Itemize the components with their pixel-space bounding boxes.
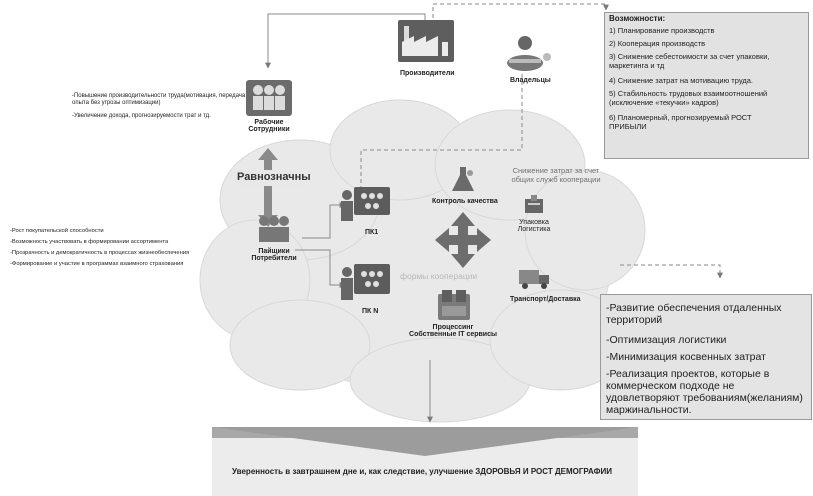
packaging-label: Упаковка Логистика [517, 219, 551, 233]
bottom-banner-text: Уверенность в завтрашнем дне и, как след… [232, 467, 612, 476]
shareholders-icon [254, 214, 294, 244]
opportunity-item-5: 5) Стабильность трудовых взаимоотношений… [609, 89, 768, 107]
shareholders-label: Пайщики Потребители [251, 248, 297, 262]
workers-benefit-1: -Повышение производительности труда(моти… [72, 93, 246, 106]
owners-opportunities-title: Возможности: [609, 14, 666, 23]
factory-icon [398, 20, 454, 62]
equal-label: Равнозначны [237, 171, 311, 183]
quality-label: Контроль качества [432, 198, 498, 205]
processing-icon [436, 290, 472, 320]
transport-label: Транспорт/Доставка [510, 296, 581, 303]
cooperation-cloud [199, 99, 646, 423]
packaging-icon [524, 194, 544, 214]
consumer-benefit-3: -Прозрачность и демократичность в процес… [10, 250, 190, 256]
opportunity-item-6: 6) Планомерный, прогнозируемый РОСТ ПРИБ… [609, 113, 752, 131]
owners-opportunities-box [604, 12, 809, 159]
opportunity-item-4: 4) Снижение затрат на мотивацию труда. [609, 76, 753, 85]
equal-arrow [258, 148, 278, 227]
pkn-label: ПК N [362, 308, 379, 315]
four-way-arrow [435, 212, 491, 268]
quality-icon [452, 167, 476, 193]
workers-icon [246, 80, 292, 116]
truck-icon [519, 268, 551, 290]
opportunity-item-2: 2) Кооперация производств [609, 39, 706, 48]
regional-benefit-4: -Реализация проектов, которые в коммерче… [606, 368, 803, 417]
regional-benefit-3: -Минимизация косвенных затрат [606, 351, 766, 363]
cost-reduction-text: Снижение затрат за счет общих служб кооп… [511, 166, 601, 184]
opportunity-item-1: 1) Планирование производств [609, 26, 715, 35]
regional-benefit-1: -Развитие обеспечения отдаленных террито… [606, 302, 782, 327]
processing-label: Процессинг Собственные IT сервисы [409, 324, 497, 338]
workers-benefit-2: -Увеличение дохода, прогнозируемости тра… [72, 113, 211, 119]
regional-benefits-box [600, 294, 812, 420]
consumer-benefit-1: -Рост покупательской способности [10, 228, 104, 234]
regional-benefit-2: -Оптимизация логистики [606, 334, 727, 346]
owners-label: Владельцы [510, 77, 551, 84]
consumer-benefit-2: -Возможность участвовать в формировании … [10, 239, 169, 245]
workers-label: Рабочие Сотрудники [248, 119, 290, 133]
coop-forms-label: формы кооперации [400, 271, 478, 281]
pkn-icon [340, 264, 390, 300]
owners-icon [503, 35, 553, 71]
pk1-icon [340, 187, 390, 221]
opportunity-item-3: 3) Снижение себестоимости за счет упаков… [609, 52, 770, 70]
pk1-label: ПК1 [365, 229, 379, 236]
equal-badge [234, 170, 304, 186]
consumer-benefit-4: -Формирование и участие в программах вза… [10, 261, 184, 267]
producers-label: Производители [400, 70, 455, 77]
